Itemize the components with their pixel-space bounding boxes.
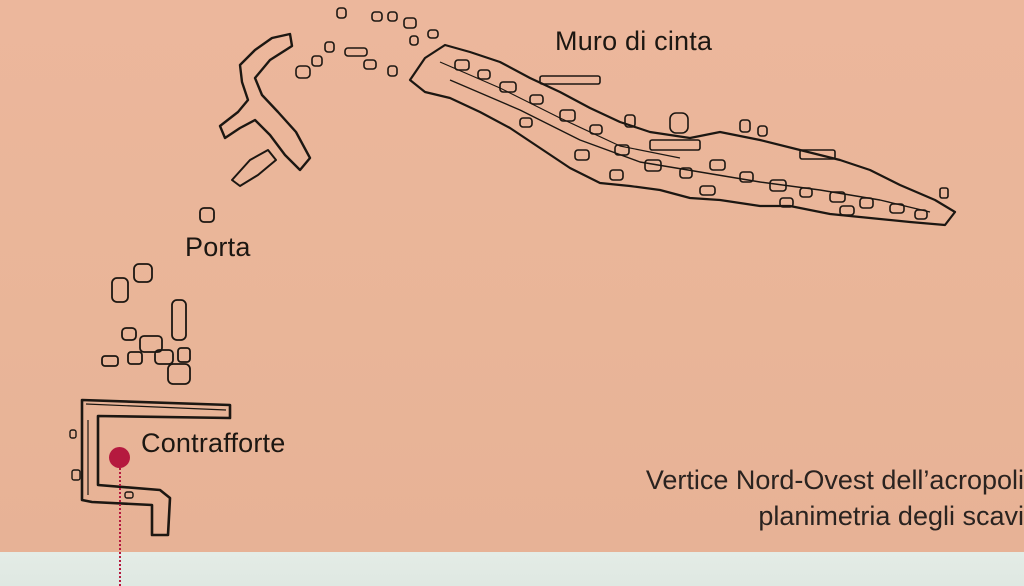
gate-label: Porta xyxy=(185,232,251,262)
marker-leader-line xyxy=(119,468,121,586)
excavation-plan xyxy=(69,7,957,537)
wall-label: Muro di cinta xyxy=(555,26,713,56)
buttress-label: Contrafforte xyxy=(141,428,286,458)
plan-caption: Vertice Nord-Ovest dell’acropoli planime… xyxy=(424,462,1024,534)
location-marker xyxy=(109,447,130,468)
buttress-outline xyxy=(80,398,232,537)
caption-line-1: Vertice Nord-Ovest dell’acropoli xyxy=(645,465,1024,495)
gate-masonry xyxy=(218,32,312,172)
bottom-strip xyxy=(0,552,1024,586)
wall-inner-line xyxy=(449,79,931,213)
wall-outline xyxy=(408,43,957,227)
caption-line-2: planimetria degli scavi xyxy=(758,501,1024,531)
